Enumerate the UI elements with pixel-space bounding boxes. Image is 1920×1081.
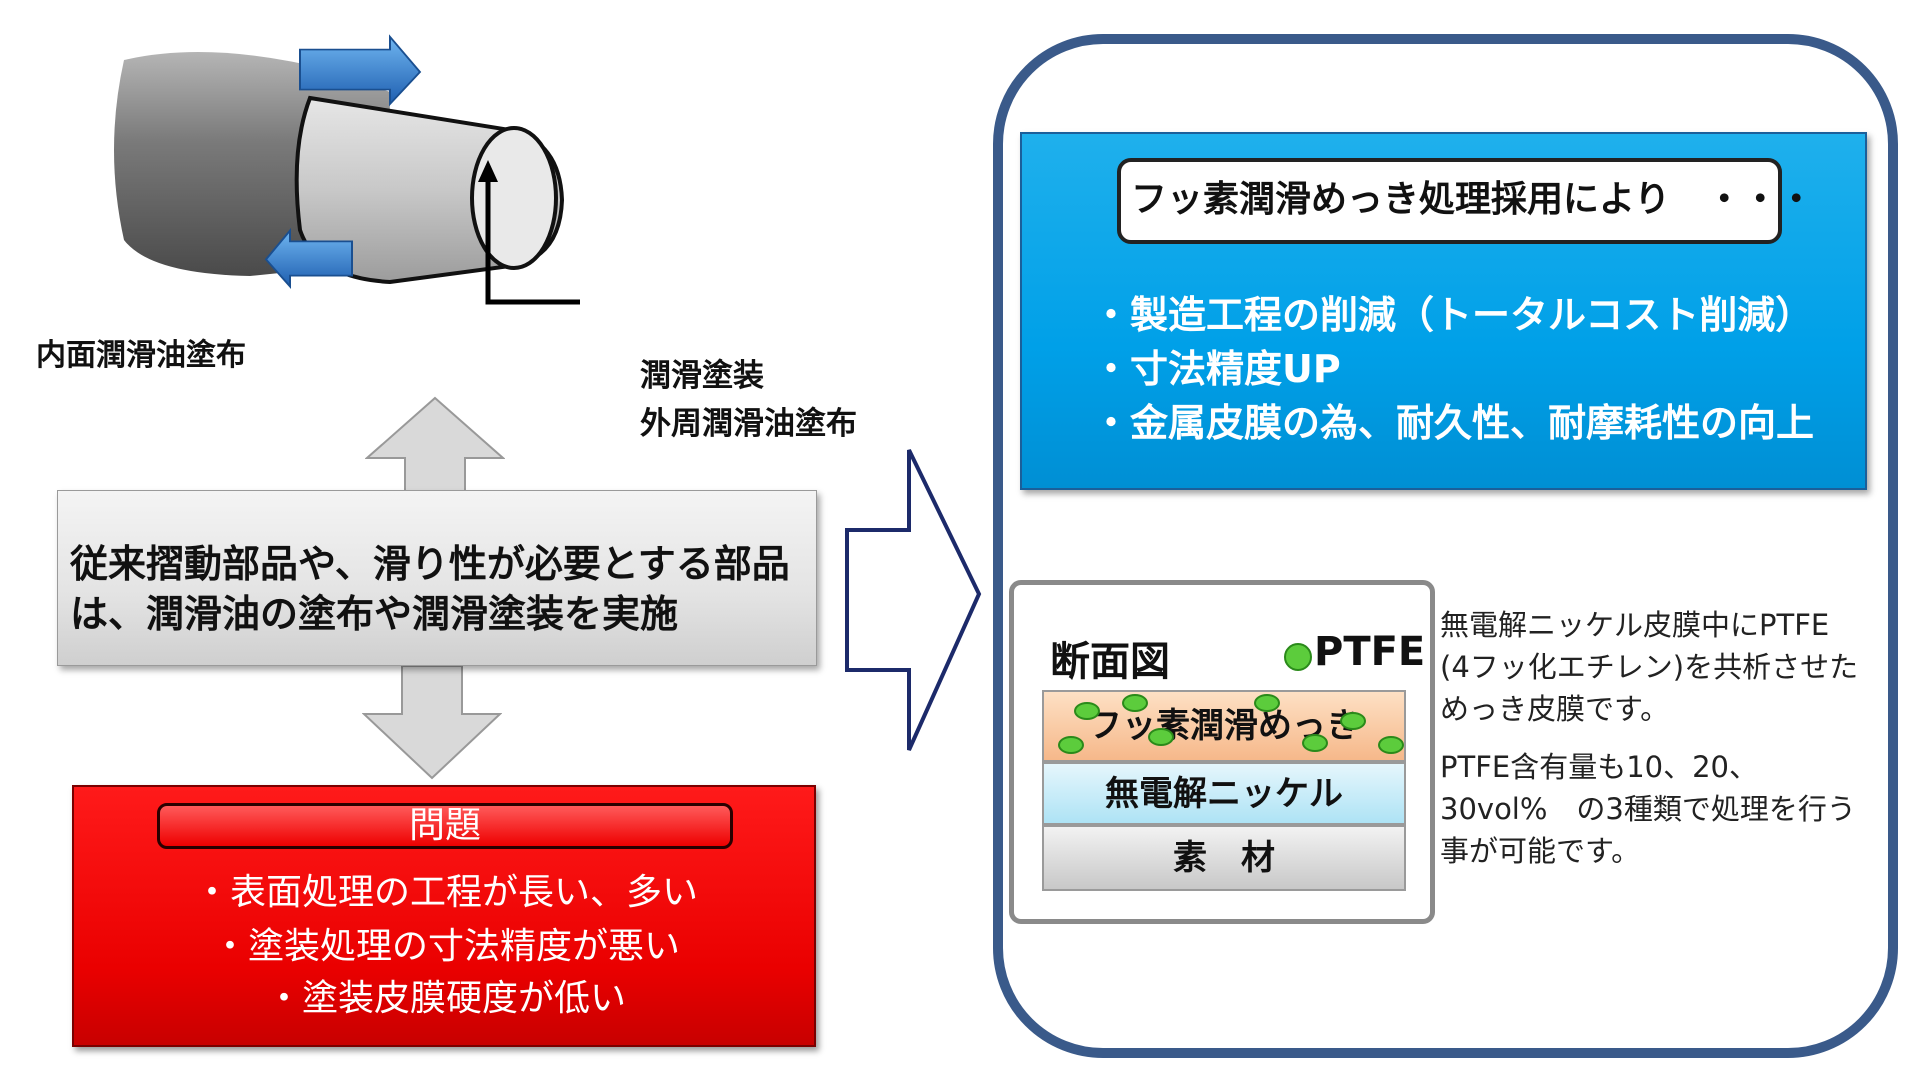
description-line-1: 従来摺動部品や、滑り性が必要とする部品 <box>70 542 790 586</box>
outer-lube-label: 外周潤滑油塗布 <box>640 406 857 442</box>
note-line: 無電解ニッケル皮膜中にPTFE <box>1440 608 1830 642</box>
ptfe-legend-dot <box>1284 643 1312 671</box>
ptfe-particle <box>1340 712 1366 730</box>
arrow-right-icon <box>299 34 422 107</box>
problem-item: ・表面処理の工程が長い、多い <box>193 872 698 913</box>
note-line: めっき皮膜です。 <box>1440 692 1670 726</box>
result-item: ・寸法精度UP <box>1092 347 1341 391</box>
note-paragraph-2: PTFE含有量も10、20、 30vol% の3種類で処理を行う 事が可能です。 <box>1440 746 1856 872</box>
cross-section-box: 断面図 PTFE フッ素潤滑めっき 無電解ニッケル 素 材 <box>1009 580 1435 924</box>
description-line-2: は、潤滑油の塗布や潤滑塗装を実施 <box>70 592 679 636</box>
result-item: ・製造工程の削減（トータルコスト削減） <box>1092 293 1814 337</box>
problem-item: ・塗装皮膜硬度が低い <box>265 978 626 1019</box>
ptfe-legend-label: PTFE <box>1314 629 1426 675</box>
note-paragraph-1: 無電解ニッケル皮膜中にPTFE (4フッ化エチレン)を共析させた めっき皮膜です… <box>1440 604 1858 730</box>
result-frame <box>993 34 1898 1058</box>
layer-ptfe-plating: フッ素潤滑めっき <box>1042 690 1406 762</box>
inner-lube-label: 内面潤滑油塗布 <box>36 338 246 373</box>
description-box: 従来摺動部品や、滑り性が必要とする部品 は、潤滑油の塗布や潤滑塗装を実施 <box>57 490 817 666</box>
rod-end-face <box>470 126 558 270</box>
flow-arrow-icon <box>845 449 982 751</box>
note-line: (4フッ化エチレン)を共析させた <box>1440 650 1859 684</box>
result-title: フッ素潤滑めっき処理採用により ・・・ <box>1117 158 1814 244</box>
note-line: PTFE含有量も10、20、 <box>1440 750 1759 784</box>
problem-box: 問題 ・表面処理の工程が長い、多い ・塗装処理の寸法精度が悪い ・塗装皮膜硬度が… <box>72 785 816 1047</box>
coating-label: 潤滑塗装 <box>640 358 764 394</box>
pointer-line <box>485 176 580 305</box>
ptfe-particle <box>1058 736 1084 754</box>
layer-electroless-nickel: 無電解ニッケル <box>1042 762 1406 825</box>
cross-section-title: 断面図 <box>1050 639 1170 685</box>
pointer-arrowhead <box>478 160 498 182</box>
ptfe-particle <box>1122 694 1148 712</box>
problem-item: ・塗装処理の寸法精度が悪い <box>211 926 680 967</box>
result-item: ・金属皮膜の為、耐久性、耐摩耗性の向上 <box>1092 401 1815 445</box>
note-line: 30vol% の3種類で処理を行う <box>1440 792 1856 826</box>
note-line: 事が可能です。 <box>1440 834 1641 868</box>
cylinder-illustration <box>114 34 580 305</box>
result-box: フッ素潤滑めっき処理採用により ・・・ ・製造工程の削減（トータルコスト削減） … <box>1020 132 1867 490</box>
arrow-left-icon <box>264 227 353 289</box>
problem-title: 問題 <box>157 803 733 849</box>
ptfe-particle <box>1074 702 1100 720</box>
ptfe-particle <box>1148 728 1174 746</box>
ptfe-particle <box>1302 734 1328 752</box>
up-arrow-icon <box>365 396 505 495</box>
down-arrow-icon <box>362 665 502 780</box>
ptfe-particle <box>1254 694 1280 712</box>
layer-base-material: 素 材 <box>1042 825 1406 891</box>
ptfe-particle <box>1378 736 1404 754</box>
